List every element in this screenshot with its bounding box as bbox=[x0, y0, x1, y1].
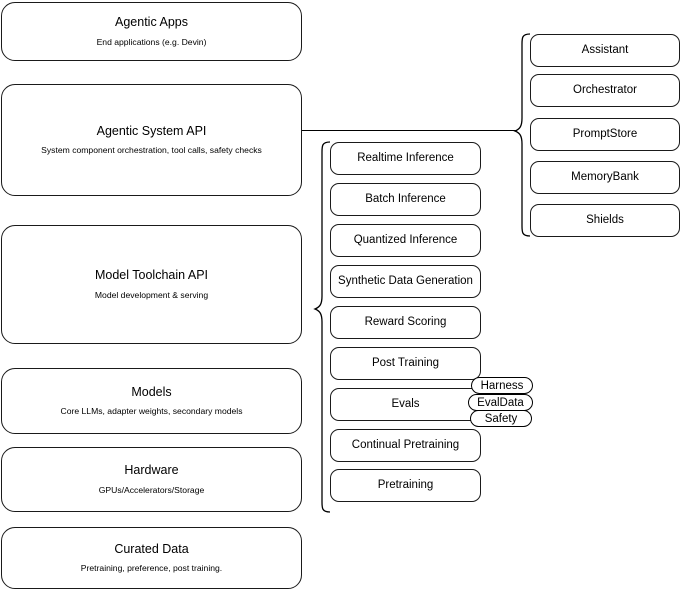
layer-subtitle: Core LLMs, adapter weights, secondary mo… bbox=[60, 406, 243, 417]
evals-badge-evaldata[interactable]: EvalData bbox=[468, 394, 533, 411]
capability-post-training[interactable]: Post Training bbox=[330, 347, 481, 380]
brace-system-components bbox=[513, 33, 531, 237]
layer-model-toolchain-api[interactable]: Model Toolchain API Model development & … bbox=[1, 225, 302, 344]
layer-subtitle: End applications (e.g. Devin) bbox=[96, 36, 207, 47]
layer-subtitle: System component orchestration, tool cal… bbox=[41, 145, 262, 156]
brace-toolchain bbox=[313, 141, 331, 513]
capability-pretraining[interactable]: Pretraining bbox=[330, 469, 481, 502]
layer-title: Model Toolchain API bbox=[94, 268, 209, 283]
layer-subtitle: Pretraining, preference, post training. bbox=[80, 563, 223, 574]
capability-batch-inference[interactable]: Batch Inference bbox=[330, 183, 481, 216]
evals-badge-label: EvalData bbox=[477, 396, 524, 409]
layer-title: Hardware bbox=[124, 463, 179, 478]
evals-badge-label: Harness bbox=[480, 379, 524, 392]
capability-label: Synthetic Data Generation bbox=[338, 275, 473, 288]
component-label: Shields bbox=[586, 214, 624, 227]
capability-label: Pretraining bbox=[377, 479, 434, 492]
capability-label: Quantized Inference bbox=[353, 234, 458, 247]
layer-agentic-system-api[interactable]: Agentic System API System component orch… bbox=[1, 84, 302, 196]
component-memorybank[interactable]: MemoryBank bbox=[530, 161, 680, 194]
component-shields[interactable]: Shields bbox=[530, 204, 680, 237]
layer-subtitle: Model development & serving bbox=[94, 289, 209, 300]
component-assistant[interactable]: Assistant bbox=[530, 34, 680, 67]
layer-hardware[interactable]: Hardware GPUs/Accelerators/Storage bbox=[1, 447, 302, 512]
component-orchestrator[interactable]: Orchestrator bbox=[530, 74, 680, 107]
layer-curated-data[interactable]: Curated Data Pretraining, preference, po… bbox=[1, 527, 302, 589]
capability-label: Post Training bbox=[371, 357, 440, 370]
capability-label: Continual Pretraining bbox=[351, 439, 460, 452]
layer-title: Agentic System API bbox=[96, 123, 207, 138]
connector-line-system-api bbox=[301, 130, 517, 131]
layer-models[interactable]: Models Core LLMs, adapter weights, secon… bbox=[1, 368, 302, 434]
capability-label: Evals bbox=[391, 398, 420, 411]
layer-subtitle: GPUs/Accelerators/Storage bbox=[98, 484, 205, 495]
layer-title: Curated Data bbox=[114, 541, 189, 556]
evals-badge-label: Safety bbox=[484, 412, 518, 425]
capability-realtime-inference[interactable]: Realtime Inference bbox=[330, 142, 481, 175]
layer-agentic-apps[interactable]: Agentic Apps End applications (e.g. Devi… bbox=[1, 2, 302, 61]
capability-label: Realtime Inference bbox=[357, 152, 454, 165]
component-label: MemoryBank bbox=[571, 171, 639, 184]
evals-badge-safety[interactable]: Safety bbox=[470, 410, 532, 427]
capability-evals[interactable]: Evals bbox=[330, 388, 481, 421]
capability-label: Batch Inference bbox=[365, 193, 446, 206]
capability-reward-scoring[interactable]: Reward Scoring bbox=[330, 306, 481, 339]
capability-label: Reward Scoring bbox=[364, 316, 447, 329]
component-promptstore[interactable]: PromptStore bbox=[530, 118, 680, 151]
component-label: Orchestrator bbox=[573, 84, 637, 97]
capability-quantized-inference[interactable]: Quantized Inference bbox=[330, 224, 481, 257]
component-label: PromptStore bbox=[572, 128, 638, 141]
component-label: Assistant bbox=[581, 44, 629, 57]
capability-continual-pretraining[interactable]: Continual Pretraining bbox=[330, 429, 481, 462]
capability-synthetic-data-generation[interactable]: Synthetic Data Generation bbox=[330, 265, 481, 298]
evals-badge-harness[interactable]: Harness bbox=[471, 377, 533, 394]
layer-title: Models bbox=[131, 384, 172, 399]
layer-title: Agentic Apps bbox=[115, 15, 188, 30]
